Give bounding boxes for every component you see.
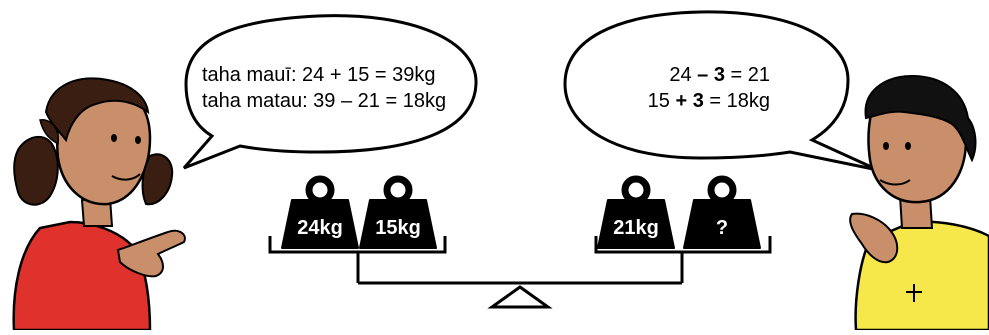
right-line1-b: = 21 <box>730 64 770 86</box>
right-bubble-line-2: 15 + 3 = 18kg <box>600 88 770 114</box>
weight-unknown: ? <box>683 175 761 249</box>
right-line2-b: = 18kg <box>709 90 770 112</box>
weight-label-21kg: 21kg <box>613 217 659 239</box>
weight-24kg: 24kg <box>281 175 359 249</box>
balance-beam <box>268 236 772 285</box>
boy-character <box>849 74 989 332</box>
right-bubble-text: 24 – 3 = 21 15 + 3 = 18kg <box>600 62 770 114</box>
girl-character <box>12 77 186 332</box>
left-bubble-text: taha mauī: 24 + 15 = 39kg taha matau: 39… <box>202 62 446 114</box>
left-bubble-line-1: taha mauī: 24 + 15 = 39kg <box>202 64 436 86</box>
weight-15kg: 15kg <box>359 175 437 249</box>
right-line1-a: 24 <box>669 64 692 86</box>
left-bubble-line-2: taha matau: 39 – 21 = 18kg <box>202 90 447 112</box>
right-speech-bubble <box>563 10 879 172</box>
weight-label-15kg: 15kg <box>375 217 421 239</box>
fulcrum-triangle <box>487 285 553 309</box>
right-line2-op: + 3 <box>675 90 704 112</box>
weight-21kg: 21kg <box>597 175 675 249</box>
right-line1-op: – 3 <box>697 64 725 86</box>
weight-label-24kg: 24kg <box>297 217 343 239</box>
left-speech-bubble <box>182 14 478 170</box>
right-bubble-line-1: 24 – 3 = 21 <box>600 62 770 88</box>
weight-label-unknown: ? <box>716 217 728 239</box>
right-line2-a: 15 <box>647 90 670 112</box>
